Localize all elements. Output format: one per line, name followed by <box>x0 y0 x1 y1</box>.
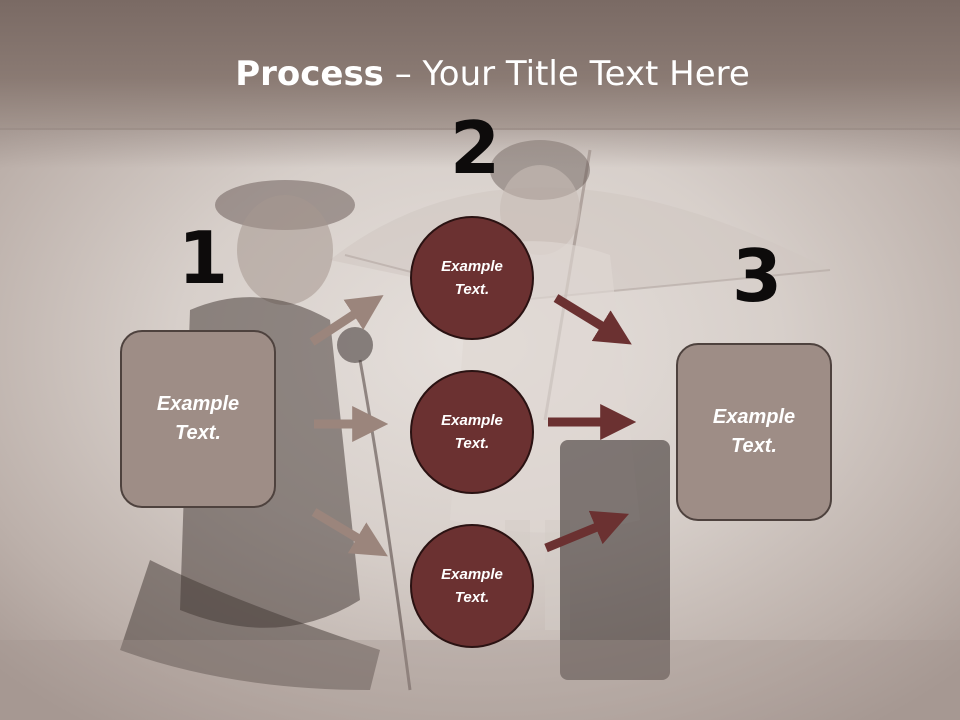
circle-middle-line1: Example <box>441 412 503 429</box>
circle-middle-line2: Text. <box>454 435 490 452</box>
circle-top-line2: Text. <box>454 281 490 298</box>
arrow-from-circle-top <box>553 294 632 345</box>
step-number-2: 2 <box>450 106 501 190</box>
slide-title: Process – Your Title Text Here <box>0 52 960 96</box>
left-box-line2: Text. <box>175 422 221 444</box>
title-band <box>0 0 960 130</box>
circle-top-line1: Example <box>441 258 503 275</box>
title-bold: Process <box>235 54 384 94</box>
left-box-line1: Example <box>156 393 240 415</box>
arrow-to-circle-bottom <box>311 508 388 557</box>
title-fade <box>0 128 960 168</box>
right-box-line1: Example <box>712 406 796 428</box>
title-rest: – Your Title Text Here <box>383 54 750 94</box>
circle-bottom-line1: Example <box>441 566 503 583</box>
arrow-to-circle-top <box>309 295 384 346</box>
arrow-from-circle-bottom <box>544 510 629 553</box>
step-number-3: 3 <box>732 234 783 318</box>
right-box-line2: Text. <box>731 435 777 457</box>
step-number-1: 1 <box>178 216 229 300</box>
circle-bottom-line2: Text. <box>454 589 490 606</box>
